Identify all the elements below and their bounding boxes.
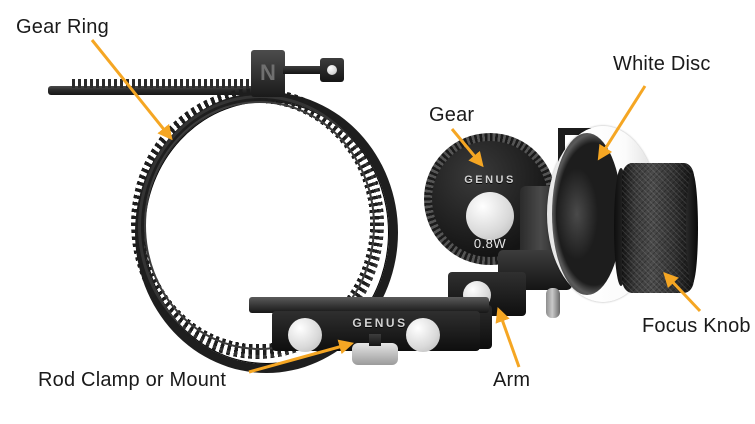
hex-key-horizontal xyxy=(558,128,592,135)
drive-gear-hub xyxy=(466,192,514,240)
gear-ring-clamp-logo: N xyxy=(260,60,276,85)
callout-label-rod-clamp: Rod Clamp or Mount xyxy=(38,369,227,391)
gear-ring-clamp-rod xyxy=(283,66,322,74)
rod-clamp-stem xyxy=(369,334,381,346)
callout-label-gear-ring: Gear Ring xyxy=(16,16,109,38)
rod-clamp-hole-left xyxy=(288,318,322,352)
gear-ring-thumbscrew-head xyxy=(327,65,337,75)
callout-label-focus-knob: Focus Knob xyxy=(642,315,751,337)
callout-label-gear: Gear xyxy=(429,104,475,126)
gear-ring-clamp-block xyxy=(251,50,285,97)
focus-knob xyxy=(622,163,694,293)
rod-clamp-top-bar xyxy=(249,297,489,313)
focus-knob-end-cap xyxy=(686,172,698,284)
drive-gear-spec-text: 0.8W xyxy=(473,236,507,251)
drive-gear-brand-text: GENUS xyxy=(464,174,516,186)
housing-pin xyxy=(546,288,560,318)
gear-ring-tail-teeth xyxy=(72,79,262,88)
callout-label-white-disc: White Disc xyxy=(613,53,711,75)
rod-clamp-brand-text: GENUS xyxy=(352,316,408,330)
white-disc-hub xyxy=(556,168,598,260)
rod-clamp-knob xyxy=(352,343,398,365)
focus-knob-knurling xyxy=(622,163,694,293)
callout-label-arm: Arm xyxy=(493,369,531,391)
rod-clamp-hole-right xyxy=(406,318,440,352)
